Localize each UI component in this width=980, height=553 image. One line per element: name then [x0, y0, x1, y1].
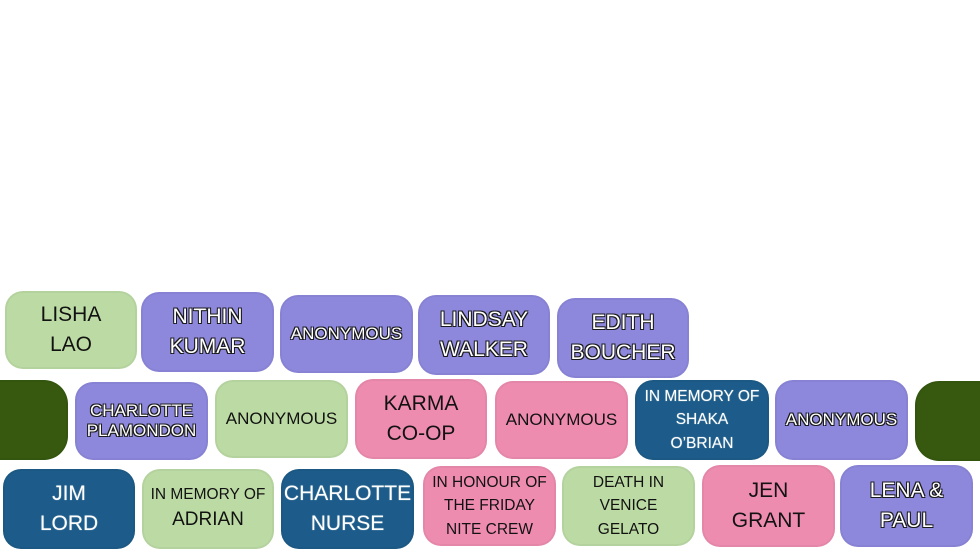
- donor-brick-friday-nite-crew: IN HONOUR OF THE FRIDAY NITE CREW: [423, 466, 556, 546]
- brick-line: ANONYMOUS: [785, 409, 898, 429]
- brick-line: JIM: [52, 481, 86, 505]
- brick-line: BOUCHER: [570, 341, 676, 364]
- brick-line: WALKER: [440, 338, 528, 361]
- brick-line: LENA &: [869, 478, 944, 502]
- brick-line: CHARLOTTE: [90, 400, 193, 420]
- brick-line: JEN: [748, 478, 789, 502]
- brick-line: IN MEMORY OF: [150, 486, 266, 504]
- brick-line: IN MEMORY OF: [644, 388, 760, 406]
- donor-brick-lisha-lao: LISHA LAO: [5, 291, 137, 369]
- brick-line: DEATH IN: [592, 474, 665, 492]
- brick-line: LAO: [49, 333, 92, 356]
- brick-line: SHAKA: [675, 411, 729, 429]
- blank-brick-right: [915, 381, 980, 461]
- donor-brick-karma-co-op: KARMA CO-OP: [355, 379, 487, 459]
- brick-line: ANONYMOUS: [505, 409, 618, 429]
- brick-line: NURSE: [310, 512, 385, 535]
- donor-brick-adrian: IN MEMORY OF ADRIAN: [142, 469, 274, 549]
- brick-line: CO-OP: [386, 422, 456, 445]
- brick-line: KARMA: [383, 391, 459, 415]
- brick-line: PLAMONDON: [86, 421, 197, 440]
- brick-line: CHARLOTTE: [283, 481, 412, 505]
- brick-line: NITE CREW: [446, 520, 533, 538]
- brick-line: GRANT: [731, 509, 806, 532]
- brick-line: NITHIN: [172, 304, 243, 328]
- blank-brick-left: [0, 380, 68, 460]
- donor-brick-anonymous: ANONYMOUS: [775, 380, 908, 460]
- donor-brick-anonymous: ANONYMOUS: [495, 381, 628, 459]
- brick-line: THE FRIDAY: [444, 497, 535, 515]
- brick-line: LINDSAY: [439, 307, 529, 331]
- brick-line: GELATO: [597, 520, 660, 538]
- donor-brick-nithin-kumar: NITHIN KUMAR: [141, 292, 274, 372]
- brick-line: IN HONOUR OF: [432, 474, 547, 492]
- brick-line: VENICE: [599, 497, 658, 515]
- donor-brick-charlotte-plamondon: CHARLOTTE PLAMONDON: [75, 382, 208, 460]
- donor-brick-edith-boucher: EDITH BOUCHER: [557, 298, 689, 378]
- brick-line: KUMAR: [169, 335, 246, 358]
- donor-brick-death-in-venice-gelato: DEATH IN VENICE GELATO: [562, 466, 695, 546]
- brick-line: O’BRIAN: [670, 434, 734, 452]
- donor-brick-jim-lord: JIM LORD: [3, 469, 135, 549]
- donor-brick-lindsay-walker: LINDSAY WALKER: [418, 295, 550, 375]
- brick-line: LISHA: [40, 302, 102, 326]
- donor-brick-charlotte-nurse: CHARLOTTE NURSE: [281, 469, 414, 549]
- donor-brick-anonymous: ANONYMOUS: [215, 380, 348, 458]
- donor-brick-shaka-obrian: IN MEMORY OF SHAKA O’BRIAN: [635, 380, 769, 460]
- brick-line: LORD: [39, 512, 99, 535]
- donor-brick-jen-grant: JEN GRANT: [702, 465, 835, 547]
- donor-brick-anonymous: ANONYMOUS: [280, 295, 413, 373]
- brick-line: ANONYMOUS: [290, 323, 403, 343]
- brick-line: ADRIAN: [172, 509, 244, 531]
- brick-line: PAUL: [879, 509, 934, 532]
- brick-line: EDITH: [591, 310, 655, 334]
- donor-brick-lena-paul: LENA & PAUL: [840, 465, 973, 547]
- brick-line: ANONYMOUS: [225, 408, 338, 428]
